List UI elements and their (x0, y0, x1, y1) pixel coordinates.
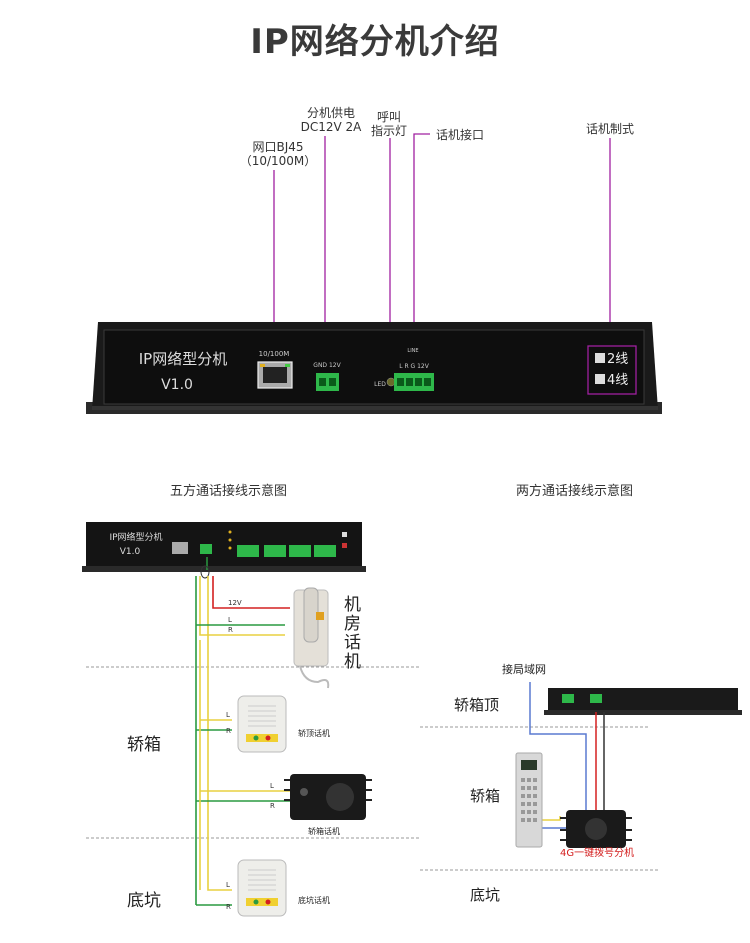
option-4wire-label: 4线 (607, 373, 628, 388)
call-light-label-line1: 呼叫 (376, 110, 401, 124)
phone-terminal-label: L R G 12V (399, 363, 430, 370)
phone-system-selector-frame (587, 345, 637, 395)
wire-label-r-car: R (270, 802, 275, 810)
mini-device-version: V1.0 (120, 547, 141, 557)
led-label: LED (374, 381, 386, 388)
wire-label-l-machine: L (228, 616, 232, 624)
right-mini-device (544, 688, 742, 715)
zone-label-car-top: 轿箱顶 (454, 696, 499, 714)
phone-terminal-label-top: LINE (407, 348, 418, 354)
phone-system-label: 话机制式 (585, 122, 634, 136)
mini-device-name: IP网络型分机 (109, 531, 162, 543)
five-party-wiring-diagram: IP网络型分机 V1.0 12V L R L R L R (82, 522, 420, 917)
wire-label-r-cartop: R (226, 727, 231, 735)
wire-label-r-pit: R (226, 903, 231, 911)
power-label-line2: DC12V 2A (300, 120, 362, 134)
power-label-line1: 分机供电 (306, 106, 355, 120)
machine-room-phone-icon (293, 587, 330, 689)
zone-label-pit-right: 底坑 (470, 886, 500, 904)
call-indicator-led (386, 377, 396, 387)
wire-label-l-car: L (270, 782, 274, 790)
zone-label-car-right: 轿箱 (470, 787, 500, 805)
pit-phone-icon (237, 859, 287, 917)
phone-labels: 轿顶话机 轿箱话机 底坑话机 (298, 728, 340, 905)
trunk-wires (195, 576, 290, 906)
cable-tie (200, 565, 210, 579)
phone-terminal (394, 373, 434, 391)
call-light-label: 呼叫 指示灯 (366, 110, 412, 138)
4g-dialer-icon (560, 810, 632, 848)
keypad-panel-icon (515, 752, 543, 848)
rj45-port (257, 361, 293, 389)
pit-phone-label: 底坑话机 (298, 895, 330, 905)
device-front-panel-figure: IP网络型分机 V1.0 10/100M GND 12V LED LINE L … (86, 133, 662, 414)
lan-label: 接局域网 (502, 663, 546, 676)
network-port-label: 网口BJ45 （10/100M） (238, 140, 318, 168)
power-terminal (316, 373, 339, 391)
wire-labels: 12V L R L R L R L R (226, 599, 275, 911)
option-2wire-label: 2线 (607, 352, 628, 367)
car-phone-icon (284, 774, 372, 820)
five-party-diagram-title: 五方通话接线示意图 (170, 484, 288, 499)
4g-dialer-label: 4G一键拨号分机 (560, 846, 634, 859)
wire-label-12v-machine: 12V (228, 599, 242, 607)
network-port-label-line2: （10/100M） (239, 154, 317, 168)
device-body (86, 322, 662, 414)
option-4wire-box (595, 374, 605, 384)
car-phone-label: 轿箱话机 (308, 826, 340, 836)
phone-interface-label: 话机接口 (435, 128, 484, 142)
device-version: V1.0 (161, 377, 193, 393)
wire-label-r-machine: R (228, 626, 233, 634)
device-name: IP网络型分机 (139, 350, 227, 368)
callout-line-phone-interface (413, 133, 430, 382)
network-port-label-line1: 网口BJ45 (252, 140, 304, 154)
call-light-label-line2: 指示灯 (370, 124, 407, 138)
car-top-phone-icon (237, 695, 287, 753)
wire-label-l-cartop: L (226, 711, 230, 719)
zone-label-pit: 底坑 (127, 891, 161, 911)
mini-device: IP网络型分机 V1.0 (82, 522, 366, 572)
option-2wire-box (595, 353, 605, 363)
wire-label-l-pit: L (226, 881, 230, 889)
zone-label-car: 轿箱 (127, 735, 161, 755)
two-party-diagram-title: 两方通话接线示意图 (516, 484, 634, 499)
car-top-phone-label: 轿顶话机 (298, 728, 330, 738)
power-terminal-label: GND 12V (313, 362, 341, 369)
port-label: 10/100M (259, 350, 290, 358)
page-title: IP网络分机介绍 (250, 22, 500, 62)
power-label: 分机供电 DC12V 2A (296, 106, 366, 134)
two-party-wiring-diagram: 接局域网 轿箱顶 轿箱 底坑 4G一键拨号分机 (420, 663, 742, 904)
machine-room-phone-label: 机房话机 (344, 595, 361, 672)
